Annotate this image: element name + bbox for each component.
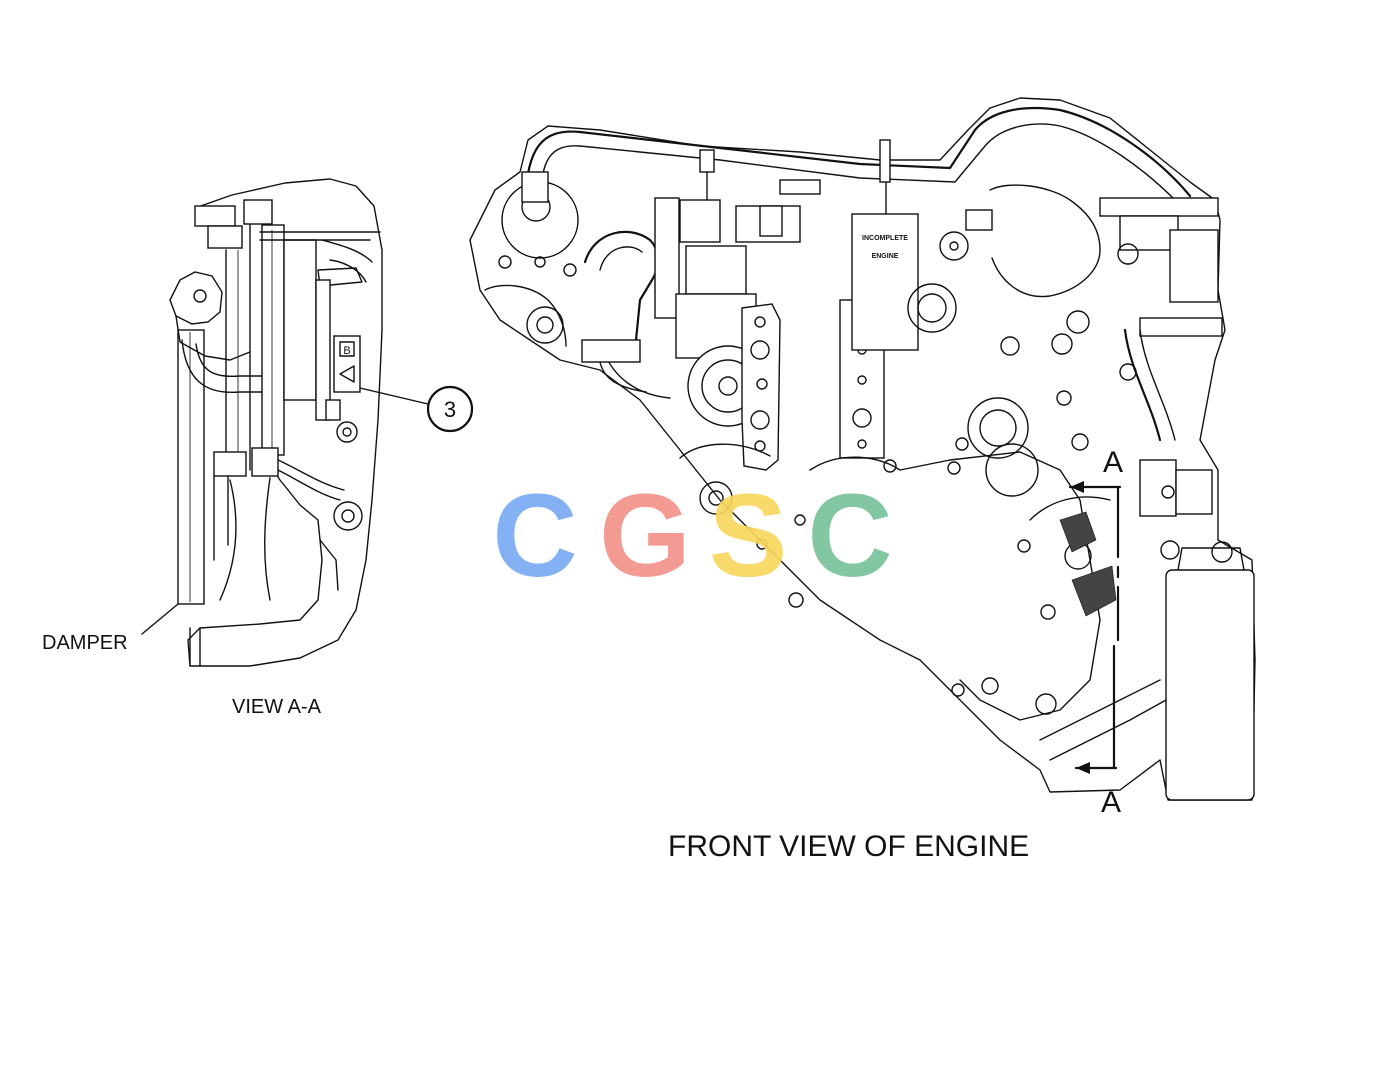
view-aa-label: VIEW A-A	[232, 696, 322, 718]
view-aa-drawing	[141, 178, 474, 667]
watermark-letter-s: S	[709, 470, 788, 602]
watermark-logo: C G S C	[492, 470, 892, 602]
damper-label: DAMPER	[42, 632, 128, 654]
section-a-bottom: A	[1101, 786, 1121, 819]
section-a-top: A	[1103, 446, 1123, 479]
incomplete-engine-tag	[851, 213, 919, 351]
callout-3-label: 3	[444, 397, 456, 422]
front-view-drawing	[469, 97, 1256, 801]
tag-line-2: ENGINE	[872, 253, 899, 260]
watermark-letter-c2: C	[807, 470, 892, 602]
detail-glyph: B	[343, 345, 350, 357]
damper-leader	[141, 603, 179, 635]
tag-line-1: INCOMPLETE	[862, 235, 908, 242]
callout-3-circle	[426, 385, 474, 433]
front-view-label: FRONT VIEW OF ENGINE	[668, 830, 1029, 863]
watermark-letter-g: G	[599, 470, 691, 602]
watermark-letter-c1: C	[492, 470, 577, 602]
